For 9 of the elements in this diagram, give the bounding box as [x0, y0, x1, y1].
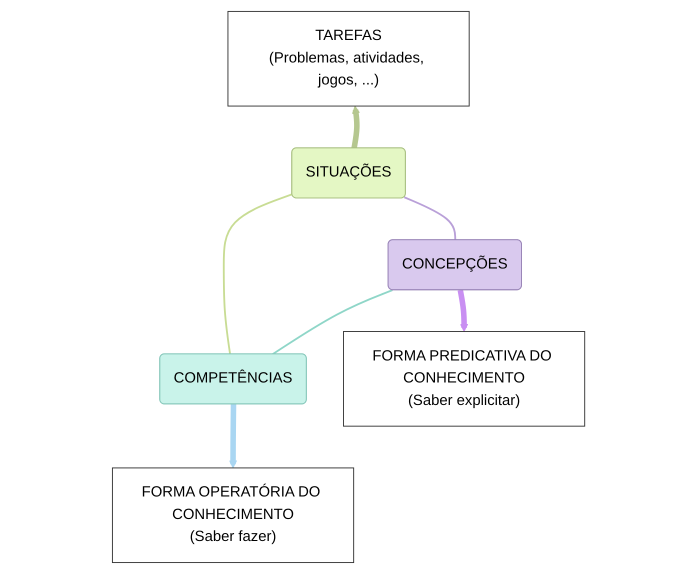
arrow — [352, 106, 360, 149]
connector — [404, 196, 457, 240]
arrow — [458, 290, 469, 332]
arrow — [229, 404, 238, 468]
connector — [272, 289, 394, 356]
node-box — [343, 331, 586, 427]
node-box — [112, 467, 355, 564]
node-box — [228, 10, 470, 107]
connector — [223, 193, 293, 354]
